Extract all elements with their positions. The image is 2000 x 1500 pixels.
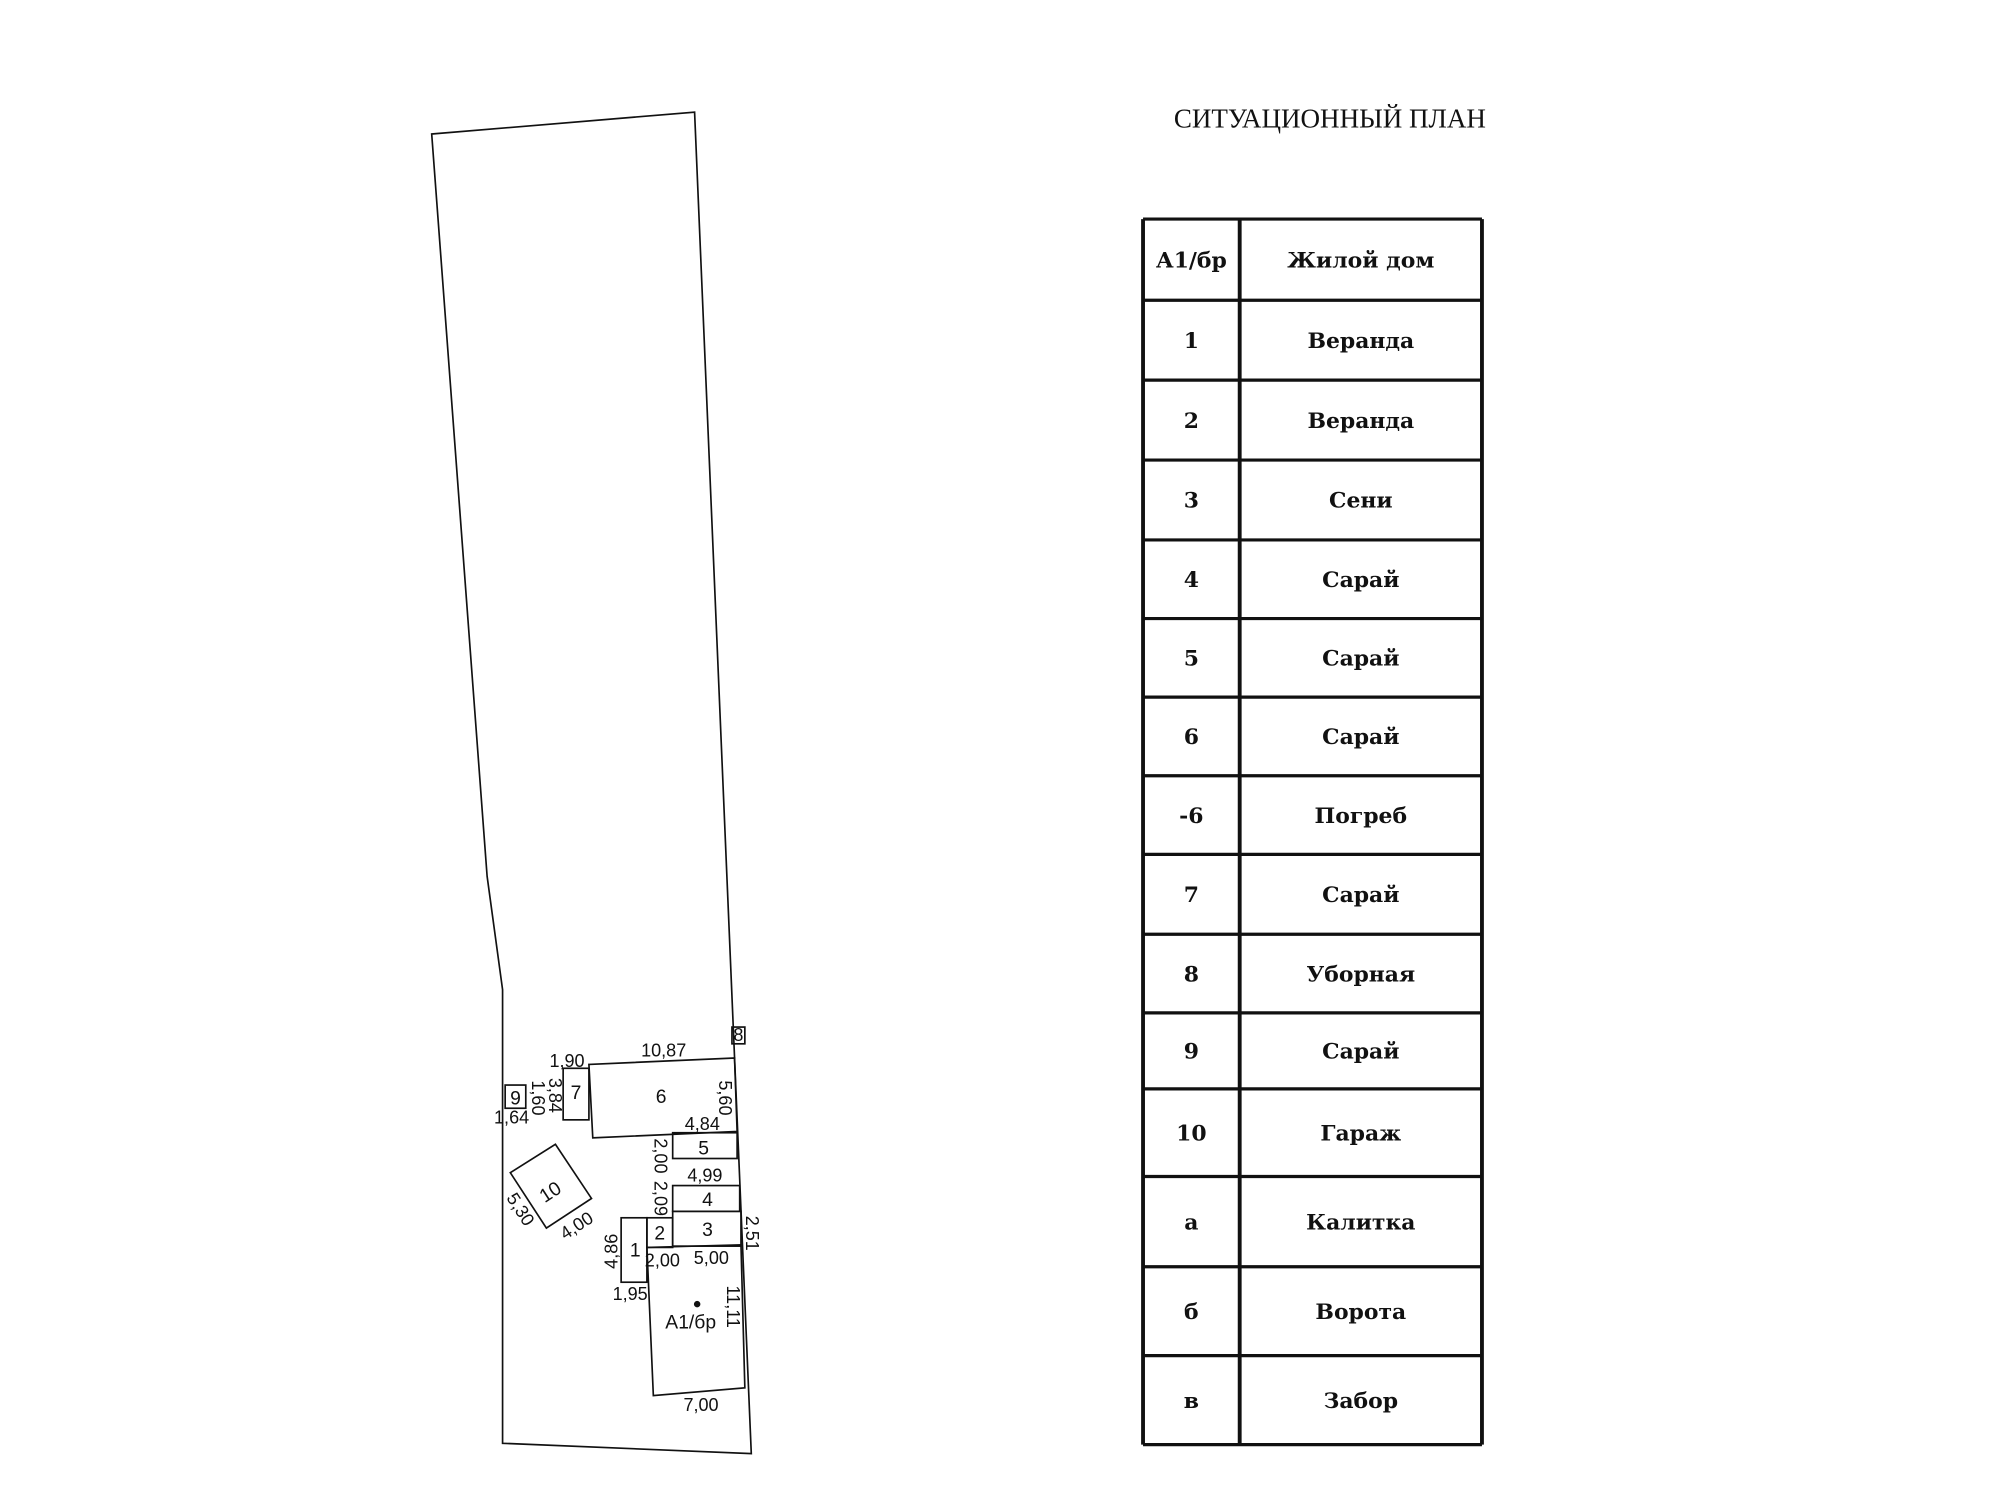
- legend-name: Сарай: [1322, 567, 1399, 593]
- building-9-label: 9: [510, 1088, 521, 1109]
- building-5-label: 5: [698, 1139, 709, 1160]
- legend-code: б: [1184, 1299, 1199, 1325]
- legend-code: 3: [1184, 488, 1199, 514]
- page-title: СИТУАЦИОННЫЙ ПЛАН: [1174, 104, 1486, 134]
- legend-name: Сарай: [1322, 1039, 1399, 1065]
- dim-label: 5,60: [715, 1080, 735, 1115]
- legend-name: Погреб: [1315, 803, 1408, 829]
- dim-label: 10,87: [641, 1041, 686, 1061]
- dim-label: 2,00: [645, 1251, 680, 1271]
- legend-name: Уборная: [1306, 961, 1415, 987]
- legend-code: 4: [1184, 567, 1199, 593]
- legend-name: Калитка: [1306, 1209, 1415, 1235]
- legend-name: Сарай: [1322, 724, 1399, 750]
- legend-name: Сарай: [1322, 882, 1399, 908]
- legend-code: 2: [1184, 408, 1199, 434]
- legend-code: 6: [1184, 724, 1199, 750]
- dim-label: 2,00: [651, 1138, 671, 1173]
- legend-code: а: [1184, 1209, 1198, 1235]
- dim-label: 11,11: [723, 1285, 743, 1327]
- legend-name: Веранда: [1307, 408, 1414, 434]
- legend-code: 10: [1176, 1120, 1206, 1146]
- building-main-house: [646, 1243, 746, 1397]
- dim-label: 4,84: [685, 1114, 720, 1134]
- building-6-label: 6: [656, 1087, 667, 1108]
- site-plan: 8 6 7 9 5 4 3 2 1 А1/бр 10 1,90 10,87 3,…: [430, 111, 762, 1455]
- dim-label: 4,00: [556, 1208, 596, 1244]
- legend-name: Забор: [1324, 1388, 1398, 1414]
- legend-code: -6: [1179, 803, 1203, 829]
- survey-point: [693, 1300, 701, 1308]
- legend-code: А1/бр: [1156, 247, 1227, 273]
- legend-name: Ворота: [1315, 1299, 1406, 1325]
- legend-name: Жилой дом: [1287, 247, 1434, 273]
- dim-label: 1,95: [613, 1284, 648, 1304]
- legend-code: 5: [1184, 646, 1199, 672]
- legend-code: 7: [1184, 882, 1199, 908]
- dim-label: 4,99: [687, 1166, 722, 1186]
- dim-label: 1,60: [528, 1080, 548, 1115]
- building-8: [731, 1026, 746, 1045]
- legend-name: Сарай: [1322, 646, 1399, 672]
- plot-boundary: [430, 111, 753, 1455]
- building-10-label: 10: [536, 1178, 565, 1207]
- building-6: [588, 1057, 738, 1139]
- dim-label: 5,00: [694, 1248, 729, 1268]
- legend-code: 8: [1184, 961, 1199, 987]
- main-house-label: А1/бр: [665, 1313, 716, 1334]
- dim-label: 3,84: [545, 1078, 565, 1113]
- building-7: [562, 1067, 590, 1121]
- legend-code: в: [1184, 1388, 1199, 1414]
- dim-label: 7,00: [683, 1395, 718, 1415]
- building-2-label: 2: [654, 1224, 665, 1245]
- dimension-labels: 1,90 10,87 3,84 1,60 1,64 5,60 4,84 2,00…: [494, 1041, 762, 1415]
- legend-code: 9: [1184, 1039, 1199, 1065]
- dim-label: 5,30: [503, 1189, 539, 1229]
- dim-label: 1,90: [549, 1051, 584, 1071]
- dim-label: 4,86: [601, 1234, 621, 1269]
- legend-name: Гараж: [1320, 1120, 1401, 1146]
- building-3-label: 3: [702, 1220, 713, 1241]
- building-10: [509, 1143, 593, 1230]
- building-5: [671, 1131, 738, 1160]
- building-8-label: 8: [733, 1025, 743, 1045]
- legend-name: Сени: [1329, 488, 1393, 514]
- building-4-label: 4: [702, 1190, 713, 1211]
- dim-label: 1,64: [494, 1108, 529, 1128]
- dim-label: 2,09: [651, 1181, 671, 1216]
- building-7-label: 7: [571, 1083, 582, 1104]
- legend-code: 1: [1184, 328, 1199, 354]
- building-1-label: 1: [630, 1240, 641, 1261]
- building-9: [504, 1084, 527, 1110]
- dim-label: 2,51: [742, 1216, 762, 1251]
- legend-name: Веранда: [1307, 328, 1414, 354]
